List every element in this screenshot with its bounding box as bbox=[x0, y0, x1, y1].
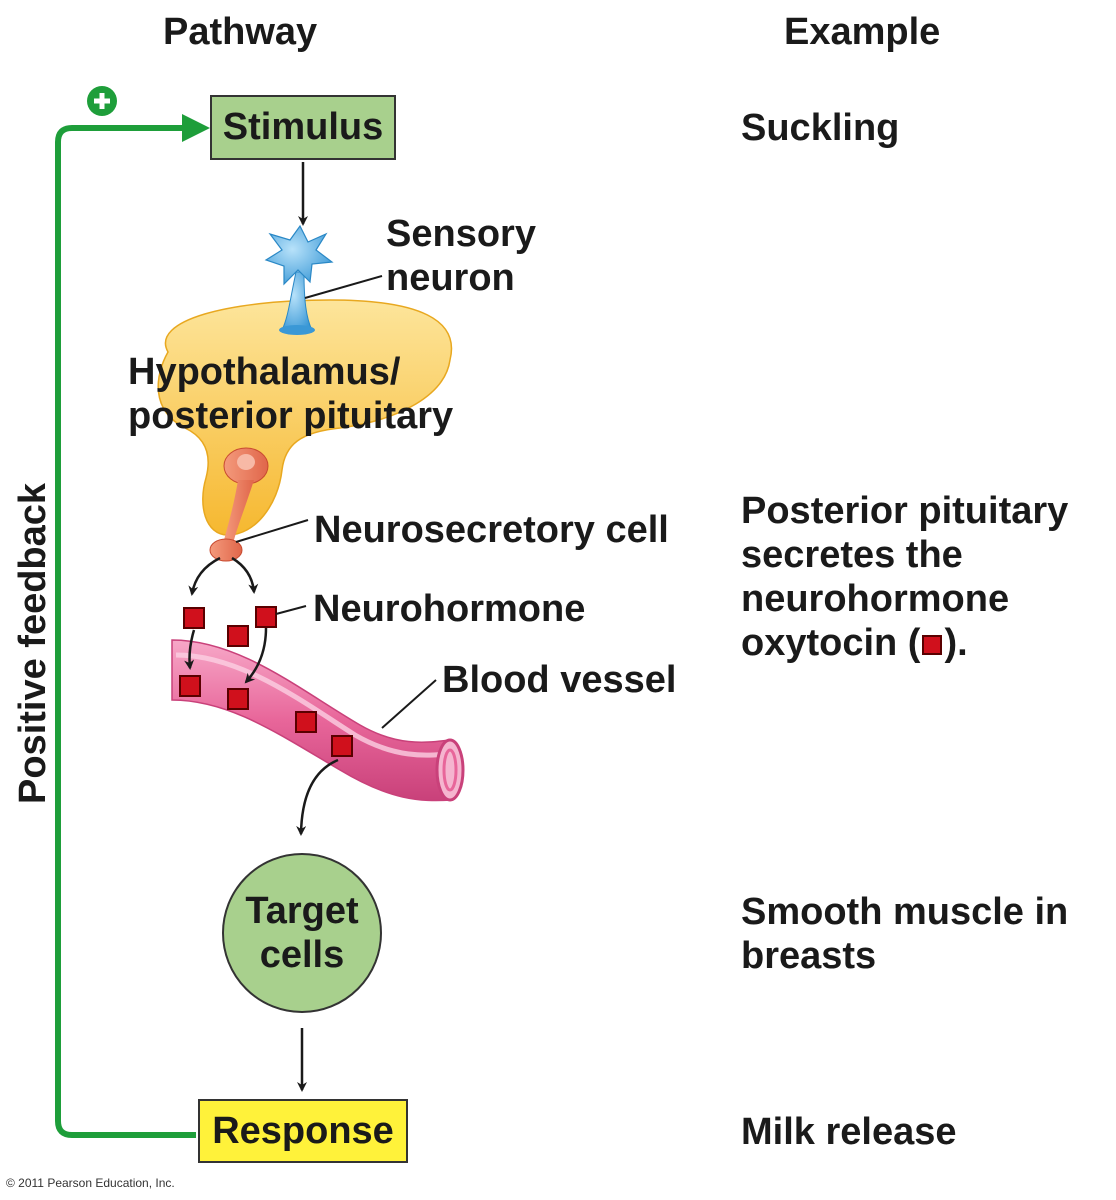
neurohormone-label: Neurohormone bbox=[313, 588, 586, 630]
example-stimulus: Suckling bbox=[741, 107, 900, 149]
positive-feedback-arrow bbox=[55, 114, 210, 1138]
stimulus-box bbox=[210, 95, 396, 160]
entry-arrow-left bbox=[184, 629, 196, 670]
neurosecretory-cell-icon bbox=[209, 447, 269, 562]
release-arrow-left bbox=[188, 556, 221, 596]
sensory-neuron-label-line2: neuron bbox=[386, 257, 515, 299]
sensory-neuron-label-line1: Sensory bbox=[386, 213, 536, 255]
stimulus-label: Stimulus bbox=[222, 106, 384, 148]
example-target-line1: Smooth muscle in bbox=[741, 891, 1069, 933]
example-secretion-line1: Posterior pituitary bbox=[741, 490, 1069, 532]
example-secretion-line3: neurohormone bbox=[741, 578, 1010, 620]
example-secretion-tail-end: ). bbox=[944, 622, 968, 664]
positive-feedback-label: Positive feedback bbox=[12, 482, 54, 804]
example-response: Milk release bbox=[741, 1111, 957, 1153]
response-label: Response bbox=[212, 1109, 394, 1152]
response-box bbox=[198, 1099, 408, 1163]
sensory-neuron-icon bbox=[264, 224, 334, 335]
neurohormone-markers-in-vessel bbox=[179, 675, 353, 757]
target-cells-label-line2: cells bbox=[259, 934, 345, 976]
neurohormone-leader bbox=[275, 605, 307, 615]
copyright-notice: © 2011 Pearson Education, Inc. bbox=[6, 1176, 175, 1190]
arrow-vessel-to-target bbox=[296, 758, 339, 836]
example-secretion-line2: secretes the bbox=[741, 534, 963, 576]
neurosecretory-leader bbox=[235, 519, 309, 543]
hypothalamus-label-line1: Hypothalamus/ bbox=[128, 351, 401, 393]
plus-sign-icon bbox=[87, 86, 117, 116]
header-example: Example bbox=[784, 11, 941, 53]
neurohormone-markers bbox=[183, 606, 277, 647]
release-arrow-right bbox=[231, 556, 259, 594]
sensory-neuron-leader bbox=[304, 275, 383, 299]
example-target-line2: breasts bbox=[741, 935, 877, 977]
oxytocin-marker-icon bbox=[922, 634, 943, 655]
target-cells-circle bbox=[222, 853, 382, 1013]
blood-vessel-label: Blood vessel bbox=[442, 659, 677, 701]
example-secretion-tail-start: oxytocin ( bbox=[741, 622, 921, 664]
example-secretion-line4: oxytocin (). bbox=[741, 621, 968, 665]
target-cells-label-line1: Target bbox=[245, 890, 359, 932]
hypothalamus-label-line2: posterior pituitary bbox=[128, 395, 454, 437]
target-cells-label: Target cells bbox=[223, 889, 381, 977]
blood-vessel-leader bbox=[381, 679, 437, 729]
entry-arrow-right bbox=[244, 627, 268, 684]
header-pathway: Pathway bbox=[163, 11, 318, 53]
neurosecretory-cell-label: Neurosecretory cell bbox=[314, 509, 669, 551]
